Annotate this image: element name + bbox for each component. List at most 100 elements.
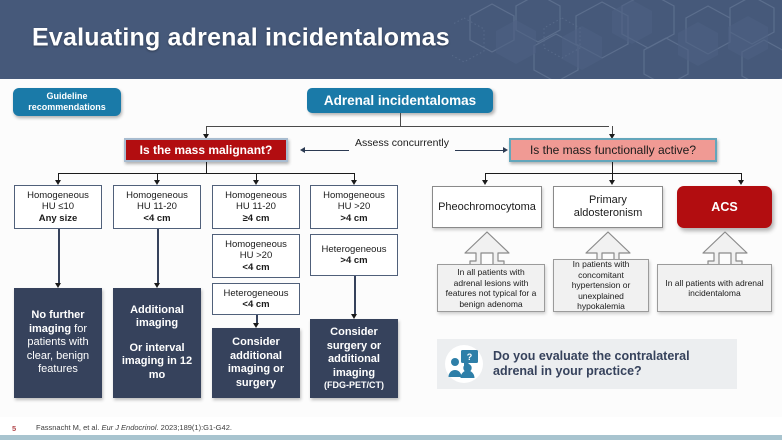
connector-crit1	[58, 173, 59, 181]
criteria-1-line1: Homogeneous	[27, 189, 89, 201]
outcome-1-rest: for patients with clear, benign features	[26, 322, 90, 376]
question-line-2: adrenal in your practice?	[493, 364, 642, 378]
hexagon-pattern-decoration	[443, 0, 782, 79]
indication-acs[interactable]: In all patients with adrenal incidentalo…	[657, 264, 772, 312]
outcome-consider-additional-imaging-or-surgery[interactable]: Consider additional imaging or surgery	[212, 328, 300, 398]
criteria-5-line2: HU >20	[239, 250, 273, 262]
criteria-6-line1: Heterogeneous	[223, 287, 289, 299]
block-arrow-primary-aldosteronism	[583, 231, 633, 273]
connector-assess-left	[305, 150, 349, 151]
criteria-1-line2: HU ≤10	[41, 201, 75, 213]
node-is-mass-malignant[interactable]: Is the mass malignant?	[124, 138, 288, 162]
arrow-assess-left	[300, 146, 305, 153]
question-line-1: Do you evaluate the contralateral	[493, 349, 690, 363]
connector-diag2	[612, 173, 613, 181]
slide-footer	[0, 417, 782, 440]
outcome-no-further-imaging[interactable]: No further imaging for patients with cle…	[14, 288, 102, 398]
outcome-additional-imaging[interactable]: Additional imaging Or interval imaging i…	[113, 288, 201, 398]
connector-crit3	[256, 173, 257, 181]
criteria-5-line3: <4 cm	[242, 261, 270, 273]
citation-post: . 2023;189(1):G1-G42.	[156, 423, 232, 432]
connector-crit7-outcome	[354, 276, 356, 316]
assess-line: Assess concurrently	[355, 137, 449, 149]
criteria-box-4[interactable]: Homogeneous HU >20 >4 cm	[310, 185, 398, 229]
arrow-crit3	[252, 180, 259, 185]
node-is-mass-functionally-active[interactable]: Is the mass functionally active?	[509, 138, 717, 162]
criteria-3-line3: ≥4 cm	[242, 212, 270, 224]
arrow-crit4	[350, 180, 357, 185]
arrow-crit1	[54, 180, 61, 185]
arrow-diag3	[737, 180, 744, 185]
connector-root-split	[206, 126, 609, 127]
criteria-3-line1: Homogeneous	[225, 189, 287, 201]
guideline-recommendations-badge[interactable]: Guideline recommendations	[13, 88, 121, 116]
node-acs[interactable]: ACS	[677, 186, 772, 228]
criteria-1-line3: Any size	[38, 212, 78, 224]
connector-crit6-outcome	[256, 315, 258, 325]
assess-concurrently-label: Assess concurrently	[352, 137, 452, 150]
criteria-2-line3: <4 cm	[143, 212, 171, 224]
outcome-4-sub: (FDG-PET/CT)	[324, 380, 384, 390]
indication-pheochromocytoma[interactable]: In all patients with adrenal lesions wit…	[437, 264, 545, 312]
criteria-box-1[interactable]: Homogeneous HU ≤10 Any size	[14, 185, 102, 229]
criteria-box-3[interactable]: Homogeneous HU 11-20 ≥4 cm	[212, 185, 300, 229]
connector-functional-split	[485, 173, 741, 174]
outcome-4-bold1: Consider surgery or additional imaging	[326, 326, 382, 379]
criteria-5-line1: Homogeneous	[225, 238, 287, 250]
flowchart-canvas: Guideline recommendations Adrenal incide…	[0, 79, 782, 417]
outcome-3-bold1: Consider additional imaging or surgery	[227, 336, 285, 389]
arrow-diag1	[481, 180, 488, 185]
criteria-3-line2: HU 11-20	[236, 201, 276, 213]
connector-assess-right	[455, 150, 503, 151]
criteria-4-line3: >4 cm	[340, 212, 368, 224]
arrow-to-functional	[608, 134, 615, 139]
connector-crit4	[354, 173, 355, 181]
criteria-4-line2: HU >20	[337, 201, 371, 213]
node-pheochromocytoma[interactable]: Pheochromocytoma	[432, 186, 542, 228]
outcome-1-text: No further imaging for patients with cle…	[18, 309, 98, 377]
node-adrenal-incidentalomas[interactable]: Adrenal incidentalomas	[307, 88, 493, 113]
citation-journal: Eur J Endocrinol	[101, 423, 157, 432]
criteria-box-6[interactable]: Heterogeneous <4 cm	[212, 283, 300, 315]
connector-crit1-outcome	[58, 229, 60, 285]
criteria-4-line1: Homogeneous	[323, 189, 385, 201]
connector-to-malignant	[206, 126, 207, 135]
slide-header: Evaluating adrenal incidentalomas	[0, 0, 782, 79]
block-arrow-pheochromocytoma	[462, 231, 512, 273]
arrow-assess-right	[503, 146, 508, 153]
outcome-2-bold2: Or interval imaging in 12 mo	[121, 341, 193, 381]
page-number: 5	[12, 424, 17, 433]
citation-pre: Fassnacht M, et al.	[36, 423, 102, 432]
svg-text:?: ?	[467, 352, 473, 362]
connector-to-functional	[612, 126, 613, 135]
criteria-2-line1: Homogeneous	[126, 189, 188, 201]
citation: Fassnacht M, et al. Eur J Endocrinol. 20…	[36, 423, 232, 433]
criteria-box-5[interactable]: Homogeneous HU >20 <4 cm	[212, 234, 300, 278]
connector-diag1	[485, 173, 486, 181]
criteria-box-2[interactable]: Homogeneous HU 11-20 <4 cm	[113, 185, 201, 229]
connector-diag3	[741, 173, 742, 181]
arrow-to-malignant	[202, 134, 209, 139]
criteria-6-line3: <4 cm	[242, 299, 270, 310]
connector-functional-stem	[612, 162, 613, 173]
criteria-box-7[interactable]: Heterogeneous >4 cm	[310, 234, 398, 276]
connector-crit2-outcome	[157, 229, 159, 285]
page-title: Evaluating adrenal incidentalomas	[32, 23, 450, 52]
question-banner[interactable]: ? Do you evaluate the contralateral adre…	[437, 339, 737, 389]
connector-malignant-split	[58, 173, 354, 174]
criteria-2-line2: HU 11-20	[137, 201, 177, 213]
criteria-7-line1: Heterogeneous	[321, 243, 387, 255]
indication-primary-aldosteronism[interactable]: In patients with concomitant hypertensio…	[553, 259, 649, 312]
outcome-2-bold1: Additional imaging	[130, 303, 184, 330]
question-banner-text: Do you evaluate the contralateral adrena…	[493, 349, 690, 379]
connector-root-stem	[400, 113, 401, 126]
outcome-consider-surgery-or-additional-imaging[interactable]: Consider surgery or additional imaging (…	[310, 319, 398, 398]
arrow-crit2	[153, 180, 160, 185]
arrow-crit7-outcome	[351, 314, 357, 319]
outcome-1-bold: No further imaging	[28, 309, 85, 335]
footer-accent-bar	[0, 435, 782, 440]
arrow-crit2-outcome	[154, 283, 160, 288]
arrow-crit6-outcome	[253, 323, 259, 328]
node-primary-aldosteronism[interactable]: Primary aldosteronism	[553, 186, 663, 228]
